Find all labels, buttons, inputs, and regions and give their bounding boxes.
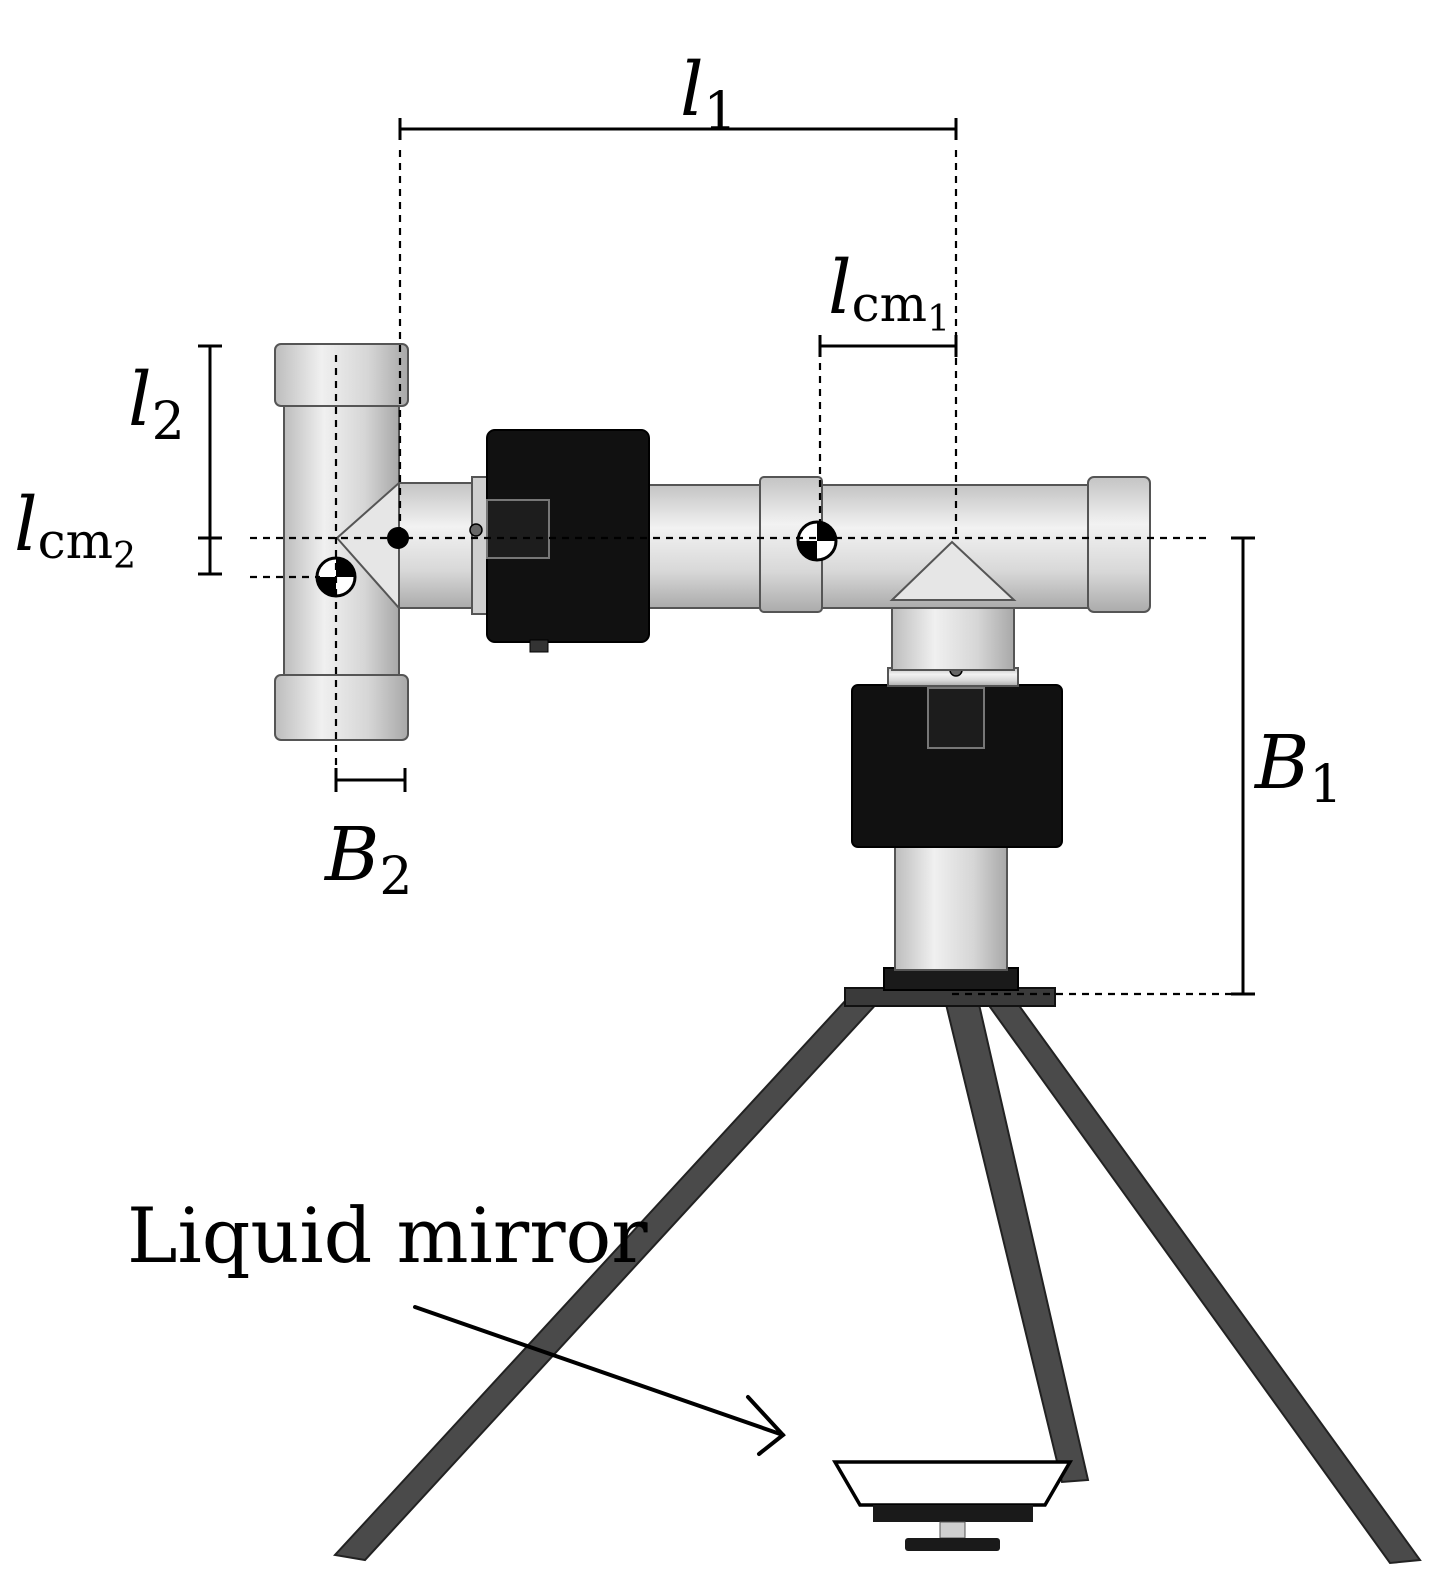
tripod-leg-left xyxy=(333,999,883,1562)
link1-tee-joint xyxy=(889,540,1017,601)
label-l1: l1 xyxy=(680,47,737,142)
elbow-motor xyxy=(469,429,650,653)
dimension-lines xyxy=(198,118,1255,996)
label-l2: l2 xyxy=(128,357,185,452)
mirror-bowl xyxy=(831,1460,1074,1507)
base-motor-bracket xyxy=(927,687,985,749)
mirror-foot xyxy=(905,1538,1000,1551)
mirror-arrow xyxy=(413,1305,786,1456)
link1-end-cap xyxy=(1087,476,1151,613)
base-flange xyxy=(883,967,1019,991)
elbow-motor-bracket xyxy=(486,499,550,559)
link1-pipe-main xyxy=(639,484,1096,609)
label-lcm2: lcm2 xyxy=(14,482,136,577)
elbow-motor-connector xyxy=(529,639,549,653)
base-pipe xyxy=(894,844,1008,971)
link-2 xyxy=(274,343,409,741)
label-B2: B2 xyxy=(323,812,412,907)
tripod xyxy=(333,987,1422,1565)
link2-cap-top xyxy=(274,343,409,407)
link1-pipe-left xyxy=(394,482,486,609)
label-liquid-mirror: Liquid mirror xyxy=(127,1191,648,1280)
base-motor xyxy=(851,663,1063,848)
label-lcm1: lcm1 xyxy=(828,245,950,340)
liquid-mirror xyxy=(831,1460,1074,1551)
cm1-marker xyxy=(796,520,838,562)
link-1 xyxy=(394,476,1151,615)
mirror-base-plate xyxy=(873,1505,1033,1522)
label-B1: B1 xyxy=(1253,720,1342,815)
elbow-motor-knob xyxy=(469,523,483,537)
base-column xyxy=(883,844,1019,991)
mirror-stem xyxy=(939,1521,966,1539)
link2-cap-bottom xyxy=(274,674,409,741)
